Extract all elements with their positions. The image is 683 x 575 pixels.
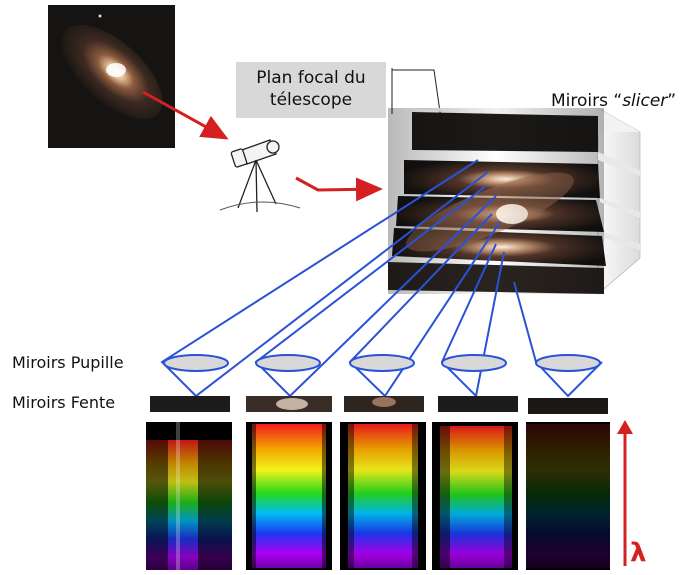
image-slicer-stack (388, 107, 641, 295)
light-path-arrow-2 (295, 176, 383, 202)
slicer-label-prefix: Miroirs “ (551, 91, 623, 111)
slicer-label: Miroirs “slicer” (551, 91, 676, 111)
focal-plane-line1: Plan focal du (256, 68, 366, 88)
pupil-mirror (163, 354, 229, 372)
slicer-label-suffix: ” (667, 91, 677, 111)
focal-plane-label: Plan focal du télescope (236, 62, 386, 118)
spectrum-panel (340, 422, 426, 570)
pupil-mirror (441, 354, 507, 372)
slit-mirror (438, 396, 518, 412)
slicer-label-italic: slicer (622, 91, 668, 111)
pupil-mirror (535, 354, 601, 372)
pupil-mirror (255, 354, 321, 372)
pupil-mirror (349, 354, 415, 372)
spectra (146, 422, 610, 570)
focal-plane-line2: télescope (269, 90, 353, 110)
slit-mirror (528, 398, 608, 414)
spectrum-panel (246, 422, 332, 570)
pupil-mirrors-label: Miroirs Pupille (12, 353, 124, 372)
telescope-icon (219, 139, 301, 213)
optical-beams (160, 159, 603, 399)
pupil-mirrors (163, 354, 601, 372)
focal-plane-leader-line (392, 69, 443, 127)
lambda-label: λ (630, 538, 647, 568)
spectrum-panel (526, 422, 610, 570)
slit-mirror (150, 396, 230, 412)
light-path-arrow-1 (142, 90, 229, 140)
wavelength-arrowhead (617, 420, 633, 434)
spectrum-panel (432, 422, 518, 570)
slit-mirrors-label: Miroirs Fente (12, 393, 116, 412)
galaxy-image (48, 5, 175, 148)
slit-mirrors (150, 396, 608, 414)
spectrum-panel (146, 422, 232, 570)
